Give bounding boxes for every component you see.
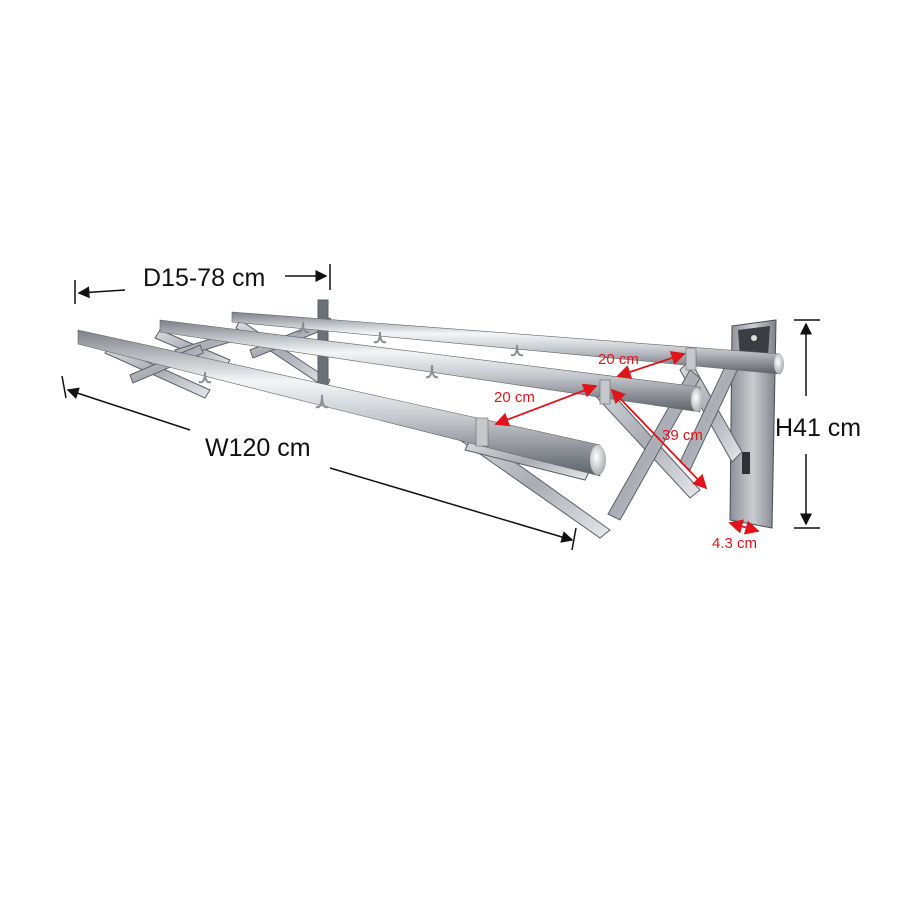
- rod-spacing-2-label: 20 cm: [494, 389, 535, 406]
- arm-length-label: 39 cm: [662, 427, 703, 444]
- height-label: H41 cm: [775, 414, 862, 442]
- red-dimension-lines: [494, 351, 760, 535]
- hanging-rods: [77, 311, 784, 477]
- rod-spacing-1-label: 20 cm: [598, 351, 639, 368]
- width-label: W120 cm: [205, 434, 311, 462]
- clothes-hooks: [198, 321, 524, 409]
- black-dimension-lines: [61, 264, 820, 551]
- depth-label: D15-78 cm: [143, 264, 266, 292]
- bracket-width-label: 4.3 cm: [712, 535, 758, 552]
